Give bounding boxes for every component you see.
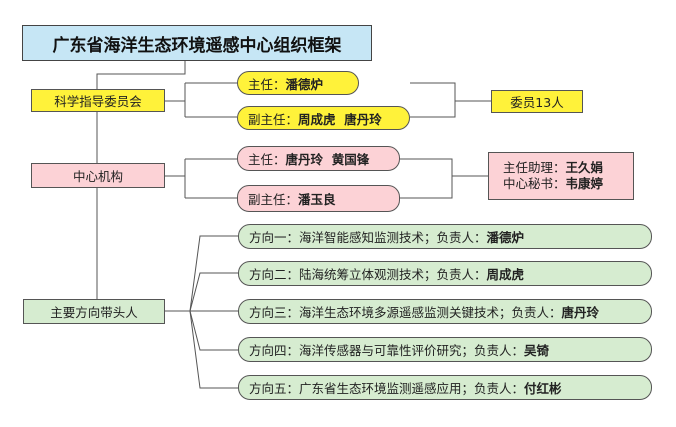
direction-1-box: 方向一：海洋智能感知监测技术；负责人：潘德炉 xyxy=(238,224,652,249)
assistant-line: 主任助理：王久娟 xyxy=(503,160,603,176)
center-deputy-name: 潘玉良 xyxy=(298,192,336,207)
direction-2-box: 方向二：陆海统筹立体观测技术；负责人：周成虎 xyxy=(238,261,652,286)
committee-director-name: 潘德炉 xyxy=(285,76,324,92)
committee-members-box: 委员13人 xyxy=(491,90,583,113)
center-director-box: 主任：唐丹玲 黄国锋 xyxy=(237,146,400,171)
assistant-name: 王久娟 xyxy=(565,160,604,175)
assistant-prefix: 主任助理： xyxy=(503,160,566,175)
direction-2-person: 周成虎 xyxy=(486,267,525,282)
secretary-line: 中心秘书：韦康婷 xyxy=(503,176,603,192)
center-assistants-box: 主任助理：王久娟 中心秘书：韦康婷 xyxy=(488,152,634,200)
direction-4-text: 方向四：海洋传感器与可靠性评价研究；负责人： xyxy=(249,343,525,358)
committee-deputy-prefix: 副主任： xyxy=(248,111,299,127)
center-deputy-box: 副主任：潘玉良 xyxy=(237,185,400,212)
center-director-prefix: 主任： xyxy=(248,152,286,167)
direction-5-box: 方向五：广东省生态环境监测遥感应用；负责人：付红彬 xyxy=(238,375,652,400)
committee-deputy-names: 周成虎 唐丹玲 xyxy=(298,111,382,127)
direction-4-box: 方向四：海洋传感器与可靠性评价研究；负责人：吴锜 xyxy=(238,337,652,362)
direction-1-person: 潘德炉 xyxy=(486,230,525,245)
direction-1-text: 方向一：海洋智能感知监测技术；负责人： xyxy=(249,230,487,245)
secretary-name: 韦康婷 xyxy=(565,176,604,191)
direction-3-text: 方向三：海洋生态环境多源遥感监测关键技术；负责人： xyxy=(249,305,562,320)
direction-2-text: 方向二：陆海统筹立体观测技术；负责人： xyxy=(249,267,487,282)
page-title: 广东省海洋生态环境遥感中心组织框架 xyxy=(22,25,372,61)
center-deputy-prefix: 副主任： xyxy=(248,192,299,207)
leaders-box: 主要方向带头人 xyxy=(23,299,165,324)
committee-director-box: 主任：潘德炉 xyxy=(237,71,359,95)
direction-3-person: 唐丹玲 xyxy=(561,305,600,320)
direction-4-person: 吴锜 xyxy=(524,343,550,358)
center-director-names: 唐丹玲 黄国锋 xyxy=(285,152,370,167)
direction-5-text: 方向五：广东省生态环境监测遥感应用；负责人： xyxy=(249,381,525,396)
committee-director-prefix: 主任： xyxy=(248,76,286,92)
secretary-prefix: 中心秘书： xyxy=(503,176,566,191)
direction-5-person: 付红彬 xyxy=(524,381,562,396)
center-box: 中心机构 xyxy=(31,163,165,188)
committee-deputy-box: 副主任：周成虎 唐丹玲 xyxy=(237,106,410,130)
committee-box: 科学指导委员会 xyxy=(31,89,165,112)
direction-3-box: 方向三：海洋生态环境多源遥感监测关键技术；负责人：唐丹玲 xyxy=(238,299,652,324)
